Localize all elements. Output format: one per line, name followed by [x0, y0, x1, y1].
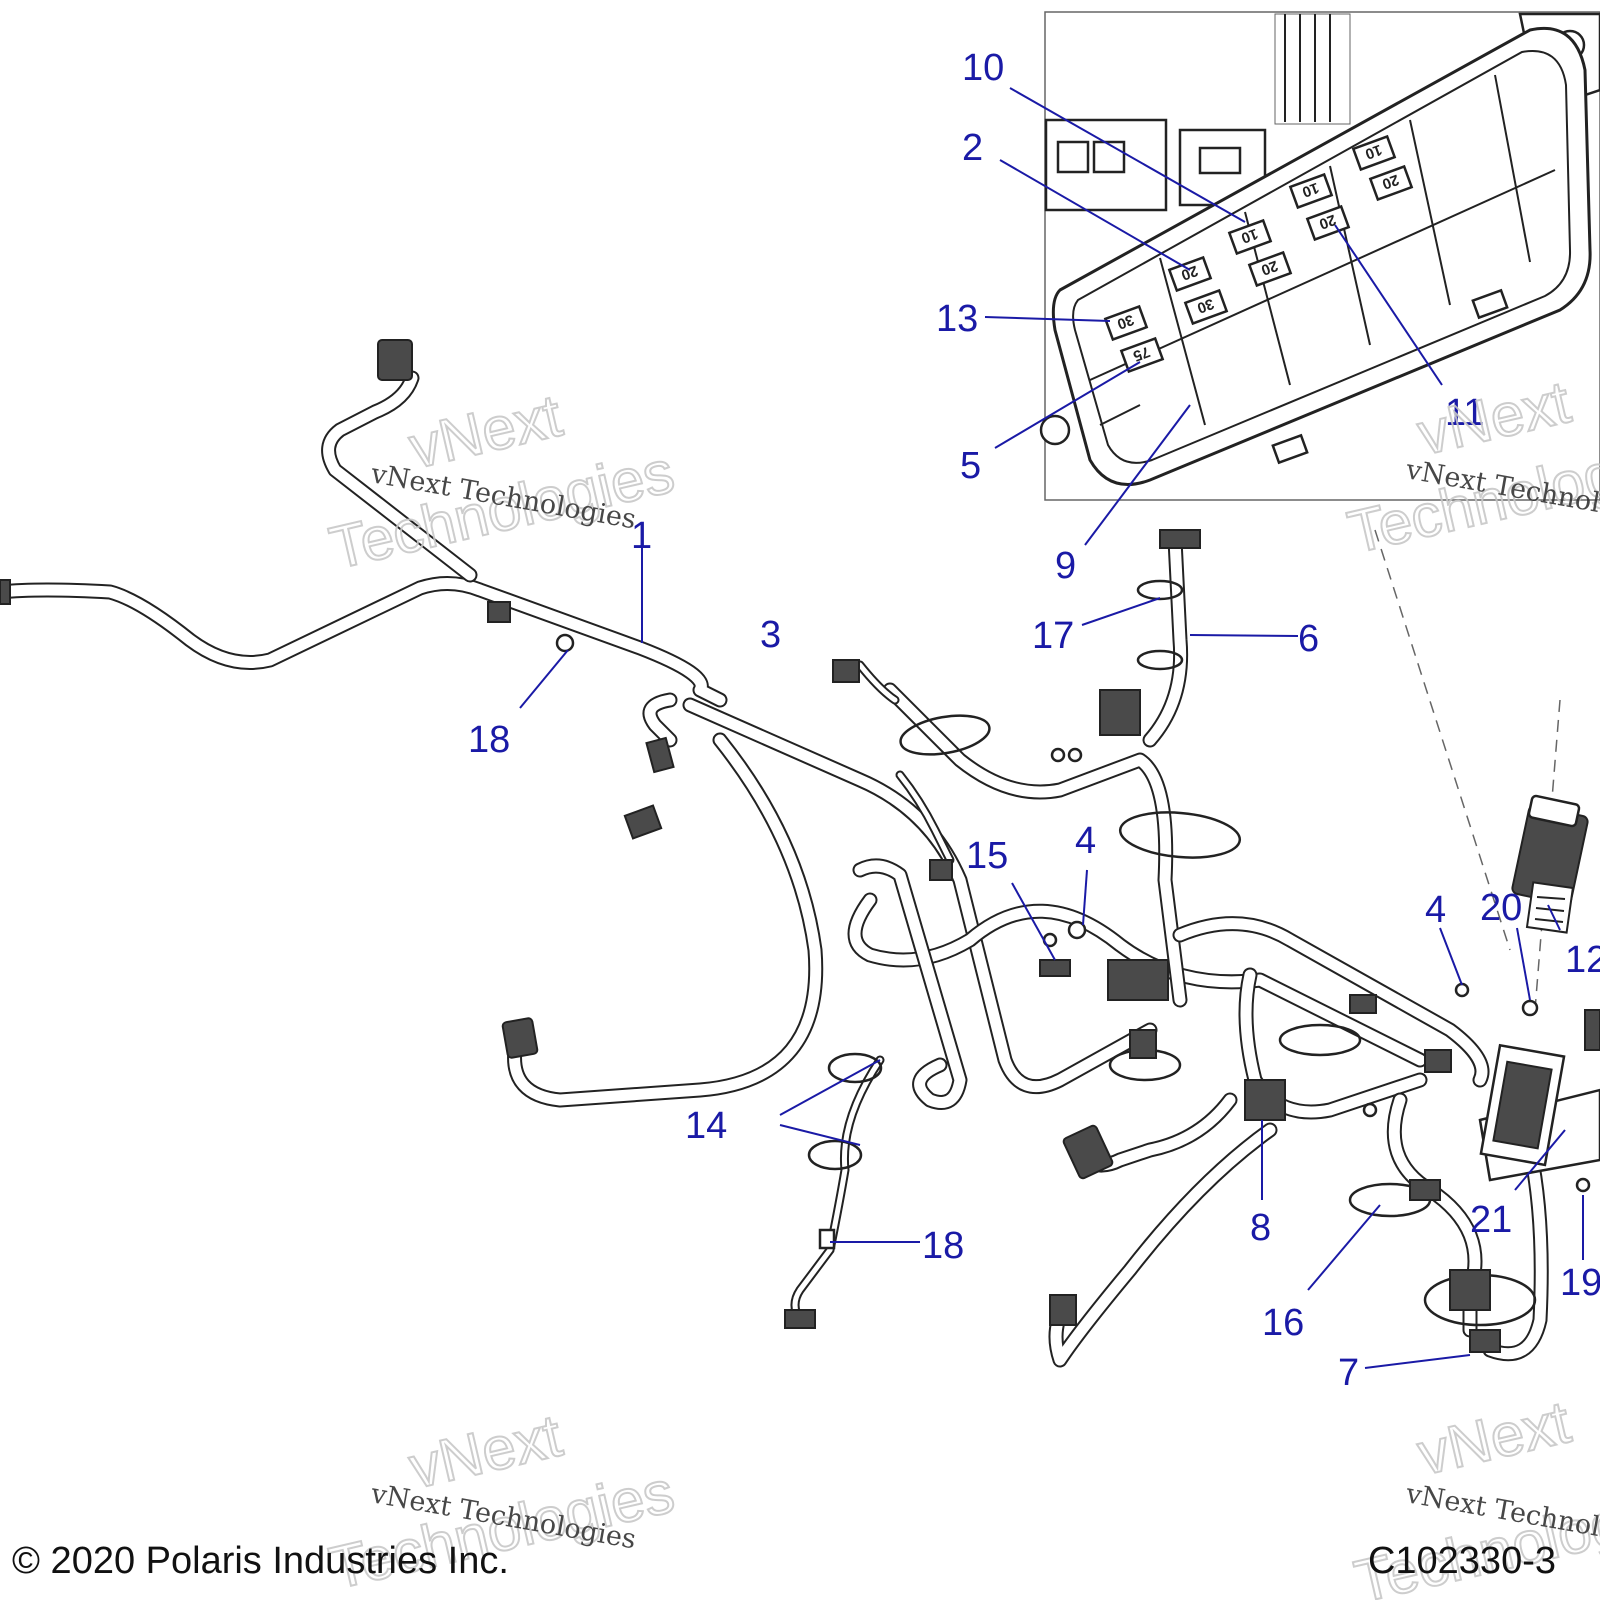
connector-lower-left: [501, 1017, 539, 1059]
screw-4-right: [1454, 982, 1470, 998]
push-clip-18-lower: [818, 1228, 836, 1250]
connectors: [0, 339, 1600, 1353]
callout-18-lower: 18: [922, 1225, 964, 1267]
fuse-10a-c: 10: [1351, 134, 1397, 172]
screw-20: [1521, 999, 1539, 1017]
callout-4-left: 4: [1075, 820, 1096, 862]
svg-text:vNext: vNext: [1412, 1388, 1577, 1488]
fuse-box-inset: 30 75 20 30 10 20: [1039, 11, 1600, 501]
callout-13: 13: [936, 298, 978, 340]
screw-4-left: [1067, 920, 1087, 940]
callout-14: 14: [685, 1105, 727, 1147]
svg-text:10: 10: [1239, 225, 1260, 247]
svg-text:30: 30: [1195, 295, 1216, 317]
svg-text:20: 20: [1380, 171, 1401, 193]
callout-6: 6: [1298, 618, 1319, 660]
svg-text:75: 75: [1131, 343, 1152, 365]
connector-6-relay: [1099, 689, 1141, 736]
connector-left-8: [1062, 1124, 1114, 1180]
connector-1: [487, 601, 511, 623]
copyright-notice: © 2020 Polaris Industries Inc.: [12, 1540, 509, 1582]
callout-7: 7: [1338, 1352, 1359, 1394]
callout-17: 17: [1032, 615, 1074, 657]
fuse-box-cells: [1089, 74, 1556, 426]
svg-text:20: 20: [1317, 211, 1338, 233]
connector-center-block: [1107, 959, 1169, 1001]
connector-7: [1449, 1269, 1491, 1311]
callout-3: 3: [760, 614, 781, 656]
connector-top-left: [377, 339, 413, 381]
svg-text:30: 30: [1115, 311, 1136, 333]
connector-bottom: [1049, 1294, 1077, 1326]
fuse-30a-b: 30: [1183, 288, 1229, 326]
push-clip-18-upper: [555, 633, 575, 653]
terminal-eyelets: [1042, 747, 1378, 1118]
callout-9: 9: [1055, 545, 1076, 587]
callouts: 10 2 13 5 9 11 1 3 18 17 6 15 4 4 20 12: [468, 47, 1600, 1394]
inset-projection-line: [1374, 529, 1511, 951]
callout-4-right: 4: [1425, 889, 1446, 931]
figure-code: C102330-3: [1367, 1540, 1556, 1582]
callout-21: 21: [1470, 1199, 1512, 1241]
main-wiring-harness: [0, 370, 1549, 1368]
callout-20: 20: [1480, 887, 1522, 929]
fuse-10a-b: 10: [1288, 172, 1334, 210]
fuse-box-assembly-21: [1478, 1043, 1600, 1182]
screw-19: [1575, 1177, 1591, 1193]
connector-18-lower: [784, 1309, 816, 1329]
fuse-10a-a: 10: [1227, 218, 1273, 256]
svg-text:10: 10: [1363, 141, 1384, 163]
svg-text:20: 20: [1259, 257, 1280, 279]
callout-5: 5: [960, 445, 981, 487]
fuse-30a-left: 30: [1103, 304, 1149, 342]
fuse-20a-d: 20: [1368, 164, 1414, 202]
fuse-cover-12: [1511, 794, 1589, 934]
callout-11: 11: [1445, 392, 1484, 434]
callout-19: 19: [1560, 1262, 1600, 1304]
callout-18-upper: 18: [468, 719, 510, 761]
fuse-20a-b: 20: [1247, 250, 1293, 288]
callout-8: 8: [1250, 1207, 1271, 1249]
callout-16: 16: [1262, 1302, 1304, 1344]
fuse-20a-c: 20: [1305, 204, 1351, 242]
callout-2: 2: [962, 127, 983, 169]
callout-15: 15: [966, 835, 1008, 877]
callout-1: 1: [631, 515, 652, 557]
svg-text:10: 10: [1300, 179, 1321, 201]
connector-8: [1244, 1079, 1286, 1121]
callout-12: 12: [1565, 939, 1600, 981]
watermarks: vNext Technologies vNext Technologies vN…: [323, 367, 1600, 1600]
callout-10: 10: [962, 47, 1004, 89]
fuse-75a: 75: [1119, 336, 1165, 374]
